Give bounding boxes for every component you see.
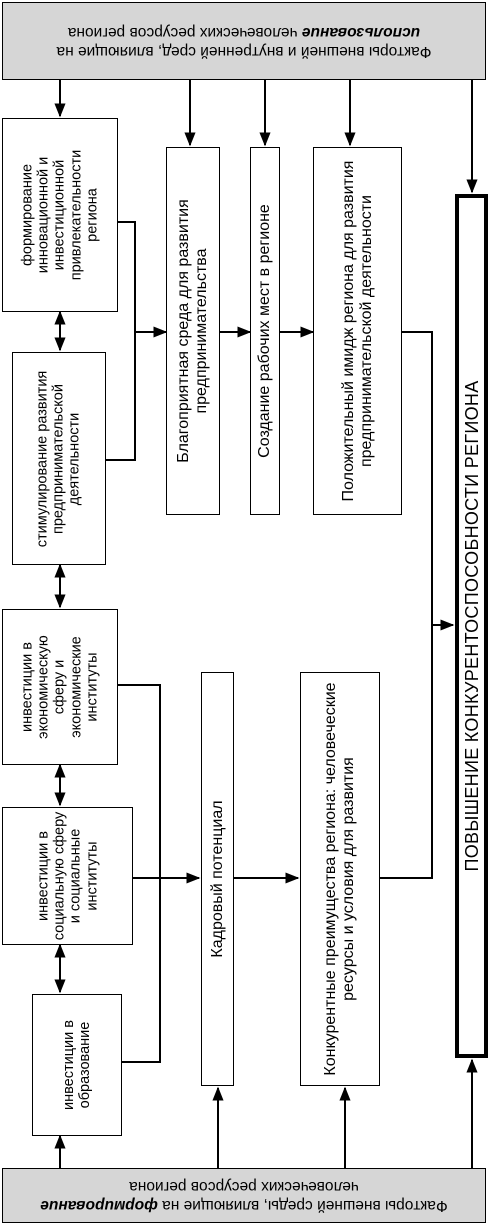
social-label: инвестиции в социальную сферу и социальн… bbox=[35, 811, 100, 941]
potential-label: Кадровый потенциал bbox=[208, 800, 226, 958]
image-box: Положительный имидж региона для развития… bbox=[313, 147, 402, 515]
entrepreneurship-box: стимулирование развития предпринимательс… bbox=[12, 352, 106, 565]
social-box: инвестиции в социальную сферу и социальн… bbox=[2, 807, 133, 945]
jobs-label: Создание рабочих мест в регионе bbox=[256, 204, 274, 458]
entrepreneurship-label: стимулирование развития предпринимательс… bbox=[34, 370, 84, 547]
factors-use-box: Факторы внешней и внутренней сред, влияю… bbox=[2, 2, 486, 80]
environment-box: Благоприятная среда для развития предпри… bbox=[166, 147, 220, 515]
factors-form-box: Факторы внешней среды, влияющие на форми… bbox=[2, 1168, 486, 1223]
innovation-label: формирование инновационной и инвестицион… bbox=[19, 149, 101, 281]
line-advantages-to-result bbox=[380, 625, 433, 879]
education-label: инвестиции в образование bbox=[60, 1020, 93, 1110]
line-image-to-result bbox=[402, 331, 433, 625]
education-box: инвестиции в образование bbox=[32, 994, 122, 1136]
economic-label: инвестиции в экономическую сферу и эконо… bbox=[19, 635, 101, 739]
environment-label: Благоприятная среда для развития предпри… bbox=[175, 199, 210, 463]
factors-form-label: Факторы внешней среды, влияющие на форми… bbox=[40, 1178, 448, 1215]
advantages-box: Конкурентные преимущества региона: челов… bbox=[300, 672, 380, 1086]
bracket-investments-upper bbox=[105, 221, 136, 461]
bracket-investments-lower bbox=[118, 684, 161, 1063]
result-box: ПОВЫШЕНИЕ КОНКУРЕНТОСПОСОБНОСТИ РЕГИОНА bbox=[455, 194, 488, 1058]
factors-use-label: Факторы внешней и внутренней сред, влияю… bbox=[56, 24, 432, 60]
potential-box: Кадровый потенциал bbox=[201, 672, 234, 1086]
innovation-box: формирование инновационной и инвестицион… bbox=[2, 118, 118, 312]
advantages-label: Конкурентные преимущества региона: челов… bbox=[322, 682, 357, 1076]
result-label: ПОВЫШЕНИЕ КОНКУРЕНТОСПОСОБНОСТИ РЕГИОНА bbox=[461, 380, 482, 872]
economic-box: инвестиции в экономическую сферу и эконо… bbox=[2, 609, 118, 765]
jobs-box: Создание рабочих мест в регионе bbox=[250, 147, 280, 515]
image-label: Положительный имидж региона для развития… bbox=[339, 160, 375, 502]
